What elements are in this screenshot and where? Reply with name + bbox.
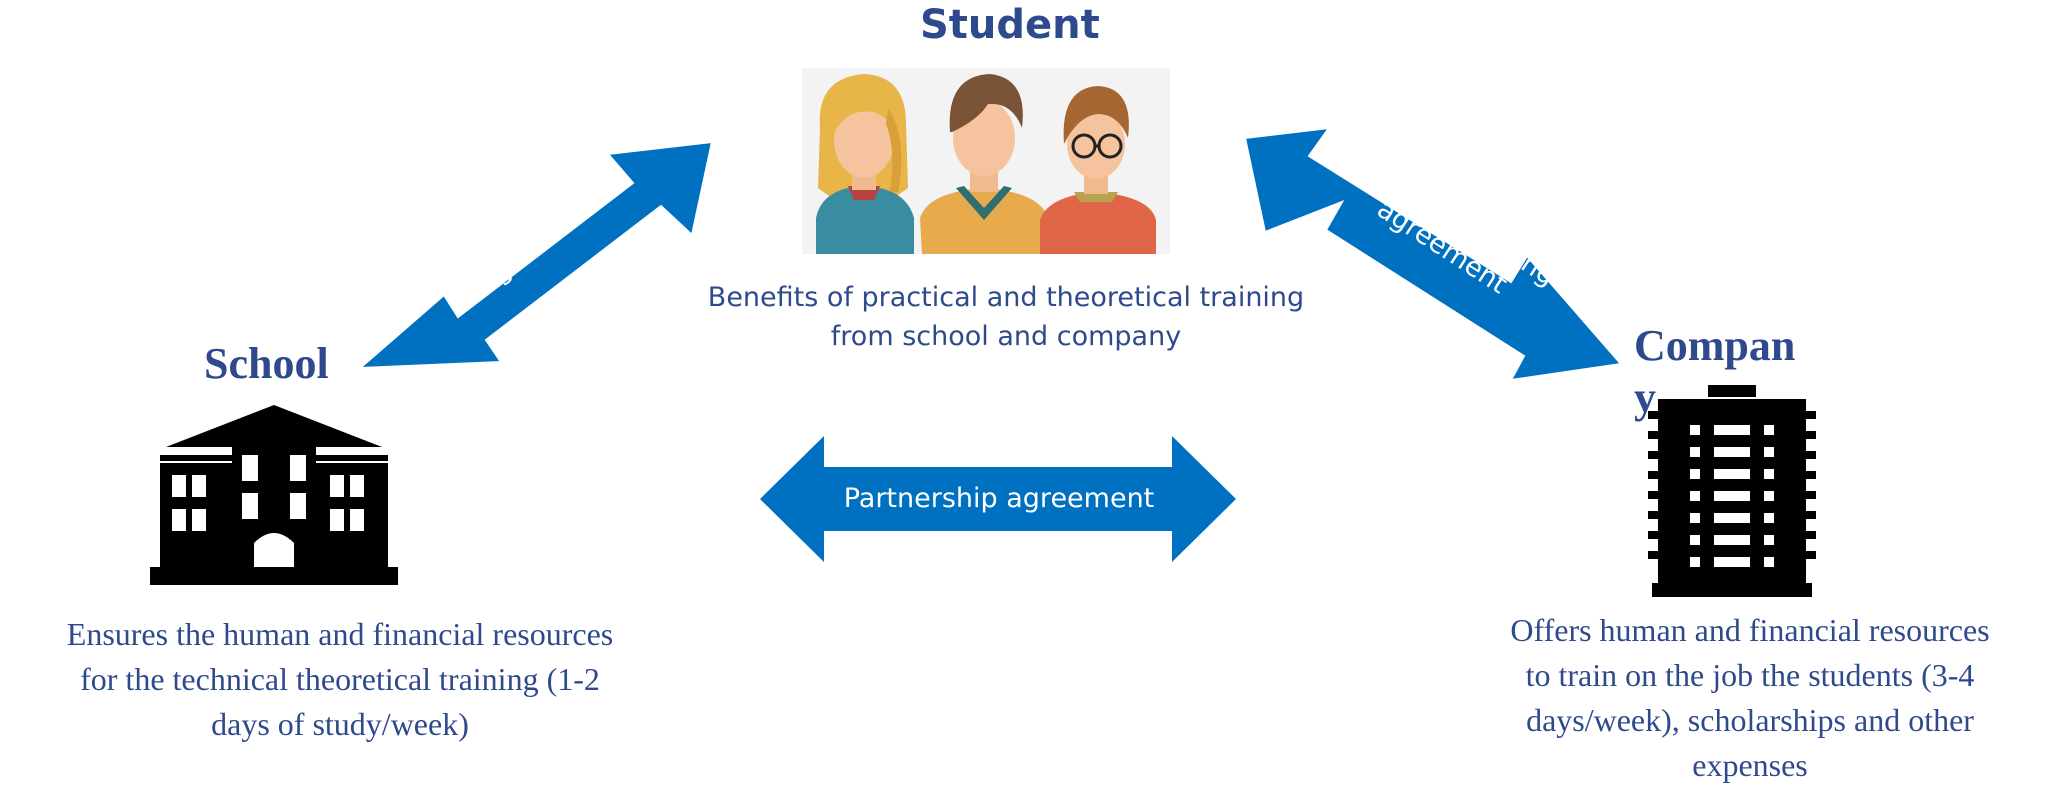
student-glasses-figure	[1040, 86, 1156, 254]
school-description-line: for the technical theoretical training (…	[80, 661, 600, 697]
school-description: Ensures the human and financial resource…	[0, 612, 680, 747]
office-building-icon	[1648, 385, 1816, 597]
student-girl-figure	[816, 74, 914, 254]
students-group-icon	[802, 68, 1170, 254]
company-description-line: expenses	[1692, 747, 1808, 783]
school-description-line: Ensures the human and financial resource…	[66, 616, 614, 652]
school-building-icon	[150, 405, 398, 585]
company-description: Offers human and financial resources to …	[1455, 608, 2045, 788]
school-title: School	[204, 339, 329, 388]
student-title: Student	[920, 2, 1100, 48]
right-double-arrow	[1245, 126, 1623, 382]
center-double-arrow	[760, 436, 1236, 562]
company-description-line: Offers human and financial resources	[1510, 612, 1990, 648]
company-title-line: Compan	[1634, 321, 1796, 370]
school-description-line: days of study/week)	[211, 706, 469, 742]
company-title-line: y	[1634, 373, 1656, 422]
student-boy-figure	[920, 74, 1048, 254]
company-description-line: days/week), scholarships and other	[1526, 702, 1974, 738]
student-description-line: from school and company	[830, 321, 1182, 352]
company-title: Compan y	[1634, 320, 1795, 424]
student-description: Benefits of practical and theoretical tr…	[686, 278, 1326, 356]
company-description-line: to train on the job the students (3-4	[1525, 657, 1975, 693]
left-double-arrow	[360, 140, 714, 370]
student-description-line: Benefits of practical and theoretical tr…	[707, 282, 1305, 313]
center-arrow-label: Partnership agreement	[843, 483, 1155, 514]
